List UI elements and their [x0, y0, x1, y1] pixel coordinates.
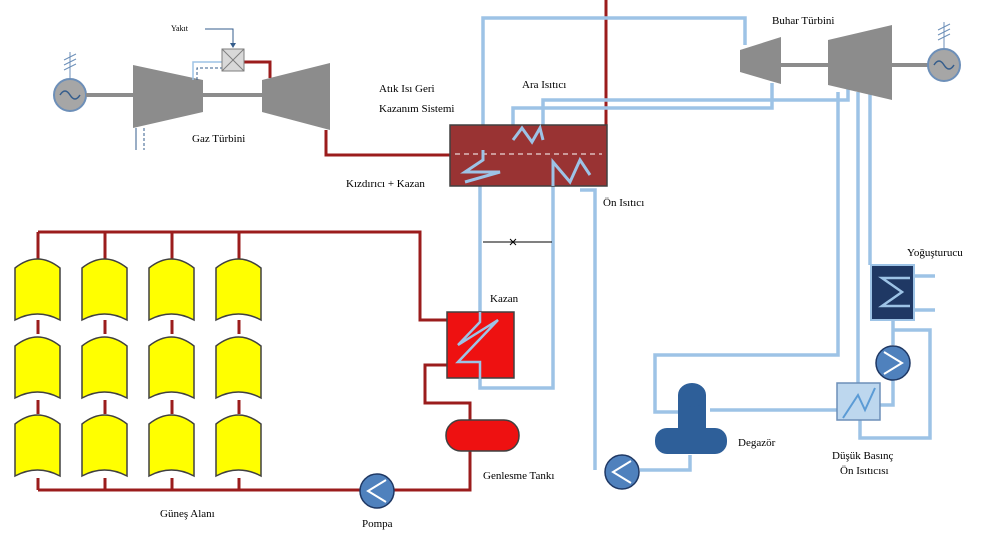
hrsg-label-line2: Kazanım Sistemi: [379, 103, 454, 115]
collector-array: [14, 258, 262, 478]
gas-turbine: Yakıt Gaz Türbini: [53, 24, 330, 150]
lp-heater-label-line2: Ön Isıtıcısı: [840, 465, 889, 477]
gas-turbine-label: Gaz Türbini: [192, 133, 245, 145]
pump-icon: [359, 473, 395, 509]
superheater-boiler-label: Kızdırıcı + Kazan: [346, 178, 425, 190]
reheater-label: Ara Isıtıcı: [522, 79, 566, 91]
pump-icon: [604, 454, 640, 490]
hp-turbine-icon: [740, 37, 781, 84]
condenser: Yoğuşturucu: [870, 247, 963, 321]
solar-collector-icon: [215, 414, 262, 478]
water-pipes: [478, 16, 935, 472]
expansion-tank-label: Genlesme Tankı: [483, 470, 554, 482]
hrsg: Atık Isı Geri Kazanım Sistemi Ara Isıtıc…: [346, 79, 644, 209]
solar-collector-icon: [81, 336, 128, 400]
pump-label: Pompa: [362, 518, 393, 530]
expansion-tank: Genlesme Tankı: [445, 419, 554, 482]
solar-collector-icon: [14, 414, 61, 478]
solar-collector-icon: [148, 336, 195, 400]
lp-heater: Düşük Basınç Ön Isıtıcısı: [832, 382, 894, 477]
hrsg-label-line1: Atık Isı Geri: [379, 83, 435, 95]
lp-heater-label-line1: Düşük Basınç: [832, 450, 894, 462]
steam-turbine-label: Buhar Türbini: [772, 15, 834, 27]
solar-collector-icon: [14, 336, 61, 400]
pump-icon: [875, 345, 911, 381]
solar-collector-icon: [148, 258, 195, 322]
economizer-label: Ön Isıtıcı: [603, 197, 644, 209]
oil-pipes: [36, 0, 608, 492]
compressor-icon: [133, 65, 203, 128]
condenser-label: Yoğuşturucu: [907, 247, 963, 259]
solar-collector-icon: [14, 258, 61, 322]
tank-icon: [445, 419, 520, 452]
solar-collector-icon: [81, 258, 128, 322]
condensate-pump: [875, 345, 911, 381]
solar-collector-icon: [215, 336, 262, 400]
lp-turbine-icon: [828, 25, 892, 100]
feed-pump: [604, 454, 640, 490]
solar-field-label: Güneş Alanı: [160, 508, 215, 520]
deaerator: Degazör: [655, 383, 776, 454]
bypass-line: [483, 238, 552, 246]
solar-collector-icon: [148, 414, 195, 478]
fuel-label: Yakıt: [171, 24, 189, 33]
solar-boiler: Kazan: [446, 293, 519, 380]
boiler-label: Kazan: [490, 293, 519, 305]
deaerator-tank-icon: [655, 428, 727, 454]
solar-collector-icon: [81, 414, 128, 478]
solar-collector-icon: [215, 258, 262, 322]
steam-turbine: Buhar Türbini: [740, 15, 961, 100]
turbine-icon: [262, 63, 330, 130]
solar-field: [14, 258, 262, 478]
deaerator-label: Degazör: [738, 437, 776, 449]
htf-pump: Pompa: [359, 473, 395, 530]
